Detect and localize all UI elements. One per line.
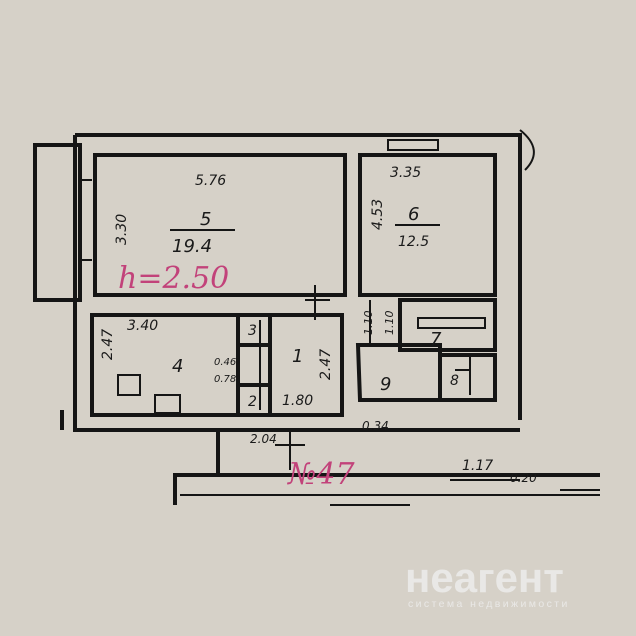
room6-depth: 4.53 xyxy=(370,199,386,230)
dim-078: 0.78 xyxy=(214,374,236,385)
walls xyxy=(33,129,600,506)
room4-number: 4 xyxy=(172,356,183,377)
handwritten-apartment-number: №47 xyxy=(286,457,355,492)
dim-110a: 1.10 xyxy=(362,311,375,336)
room6-number: 6 xyxy=(408,204,419,225)
room5-width: 5.76 xyxy=(195,173,226,189)
room2-number: 2 xyxy=(248,394,257,410)
room6-width: 3.35 xyxy=(390,165,421,181)
room8-number: 8 xyxy=(450,373,459,389)
dim-046: 0.46 xyxy=(214,357,236,368)
room5-number: 5 xyxy=(200,209,211,230)
room3-number: 3 xyxy=(248,323,257,339)
watermark-tagline: система недвижимости xyxy=(408,598,570,610)
dim-034: 0.34 xyxy=(362,419,389,433)
dim-204: 2.04 xyxy=(250,432,277,446)
room5-area: 19.4 xyxy=(172,236,212,257)
room7-number: 7 xyxy=(430,329,442,350)
room6-area: 12.5 xyxy=(398,234,429,250)
watermark-logo: неагент xyxy=(405,554,564,601)
room1-depth: 2.47 xyxy=(318,349,334,380)
room1-number: 1 xyxy=(292,346,303,367)
room4-width: 3.40 xyxy=(127,318,158,334)
room4-depth: 2.47 xyxy=(100,329,116,360)
dim-020: 0.20 xyxy=(510,471,537,485)
handwritten-height: h=2.50 xyxy=(118,261,229,296)
dim-117: 1.17 xyxy=(462,458,493,474)
room9-number: 9 xyxy=(380,374,391,395)
dim-110b: 1.10 xyxy=(383,311,396,336)
room5-depth: 3.30 xyxy=(114,214,130,245)
room1-width: 1.80 xyxy=(282,393,313,409)
